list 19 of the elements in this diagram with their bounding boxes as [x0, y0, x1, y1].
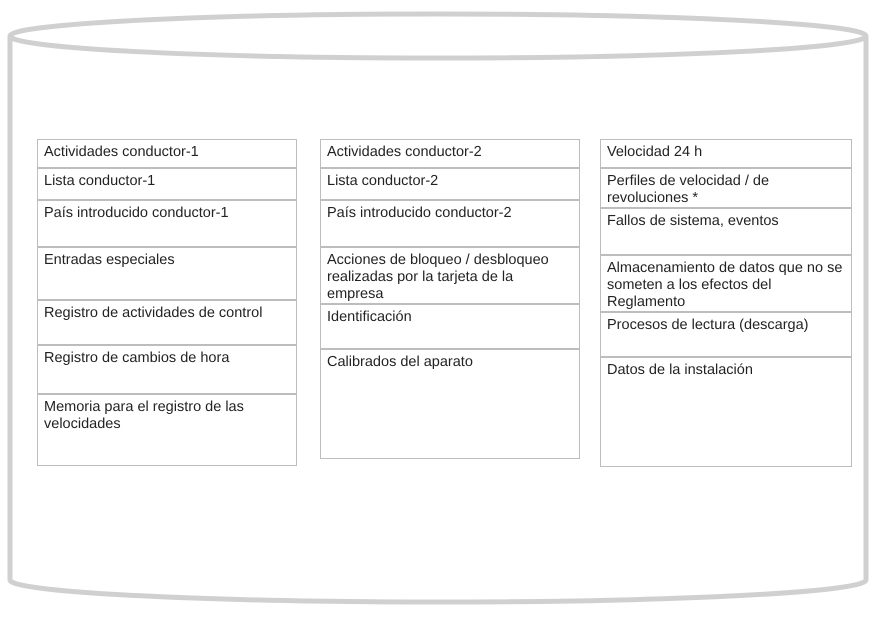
table-cell: Perfiles de velocidad / de revoluciones *	[600, 168, 852, 208]
table-cell: Lista conductor-1	[37, 168, 297, 200]
table-cell: Registro de actividades de control	[37, 300, 297, 345]
table-cell: País introducido conductor-2	[320, 200, 580, 247]
table-cell: Datos de la instalación	[600, 357, 852, 467]
table-cell: Lista conductor-2	[320, 168, 580, 200]
table-cell: Procesos de lectura (descarga)	[600, 312, 852, 357]
table-cell: Identificación	[320, 304, 580, 349]
table-cell: Velocidad 24 h	[600, 139, 852, 168]
table-cell: Registro de cambios de hora	[37, 345, 297, 394]
table-cell: Actividades conductor-2	[320, 139, 580, 168]
table-cell: Fallos de sistema, eventos	[600, 208, 852, 255]
table-cell: País introducido conductor-1	[37, 200, 297, 247]
table-cell: Actividades conductor-1	[37, 139, 297, 168]
table-cell: Calibrados del aparato	[320, 349, 580, 459]
table-cell: Entradas especiales	[37, 247, 297, 300]
table-cell: Acciones de bloqueo / desbloqueo realizadas por la tarjeta de la empresa	[320, 247, 580, 304]
table-cell: Almacenamiento de datos que no se someten a los efectos del Reglamento	[600, 255, 852, 312]
table-cell: Memoria para el registro de las velocidades	[37, 394, 297, 466]
